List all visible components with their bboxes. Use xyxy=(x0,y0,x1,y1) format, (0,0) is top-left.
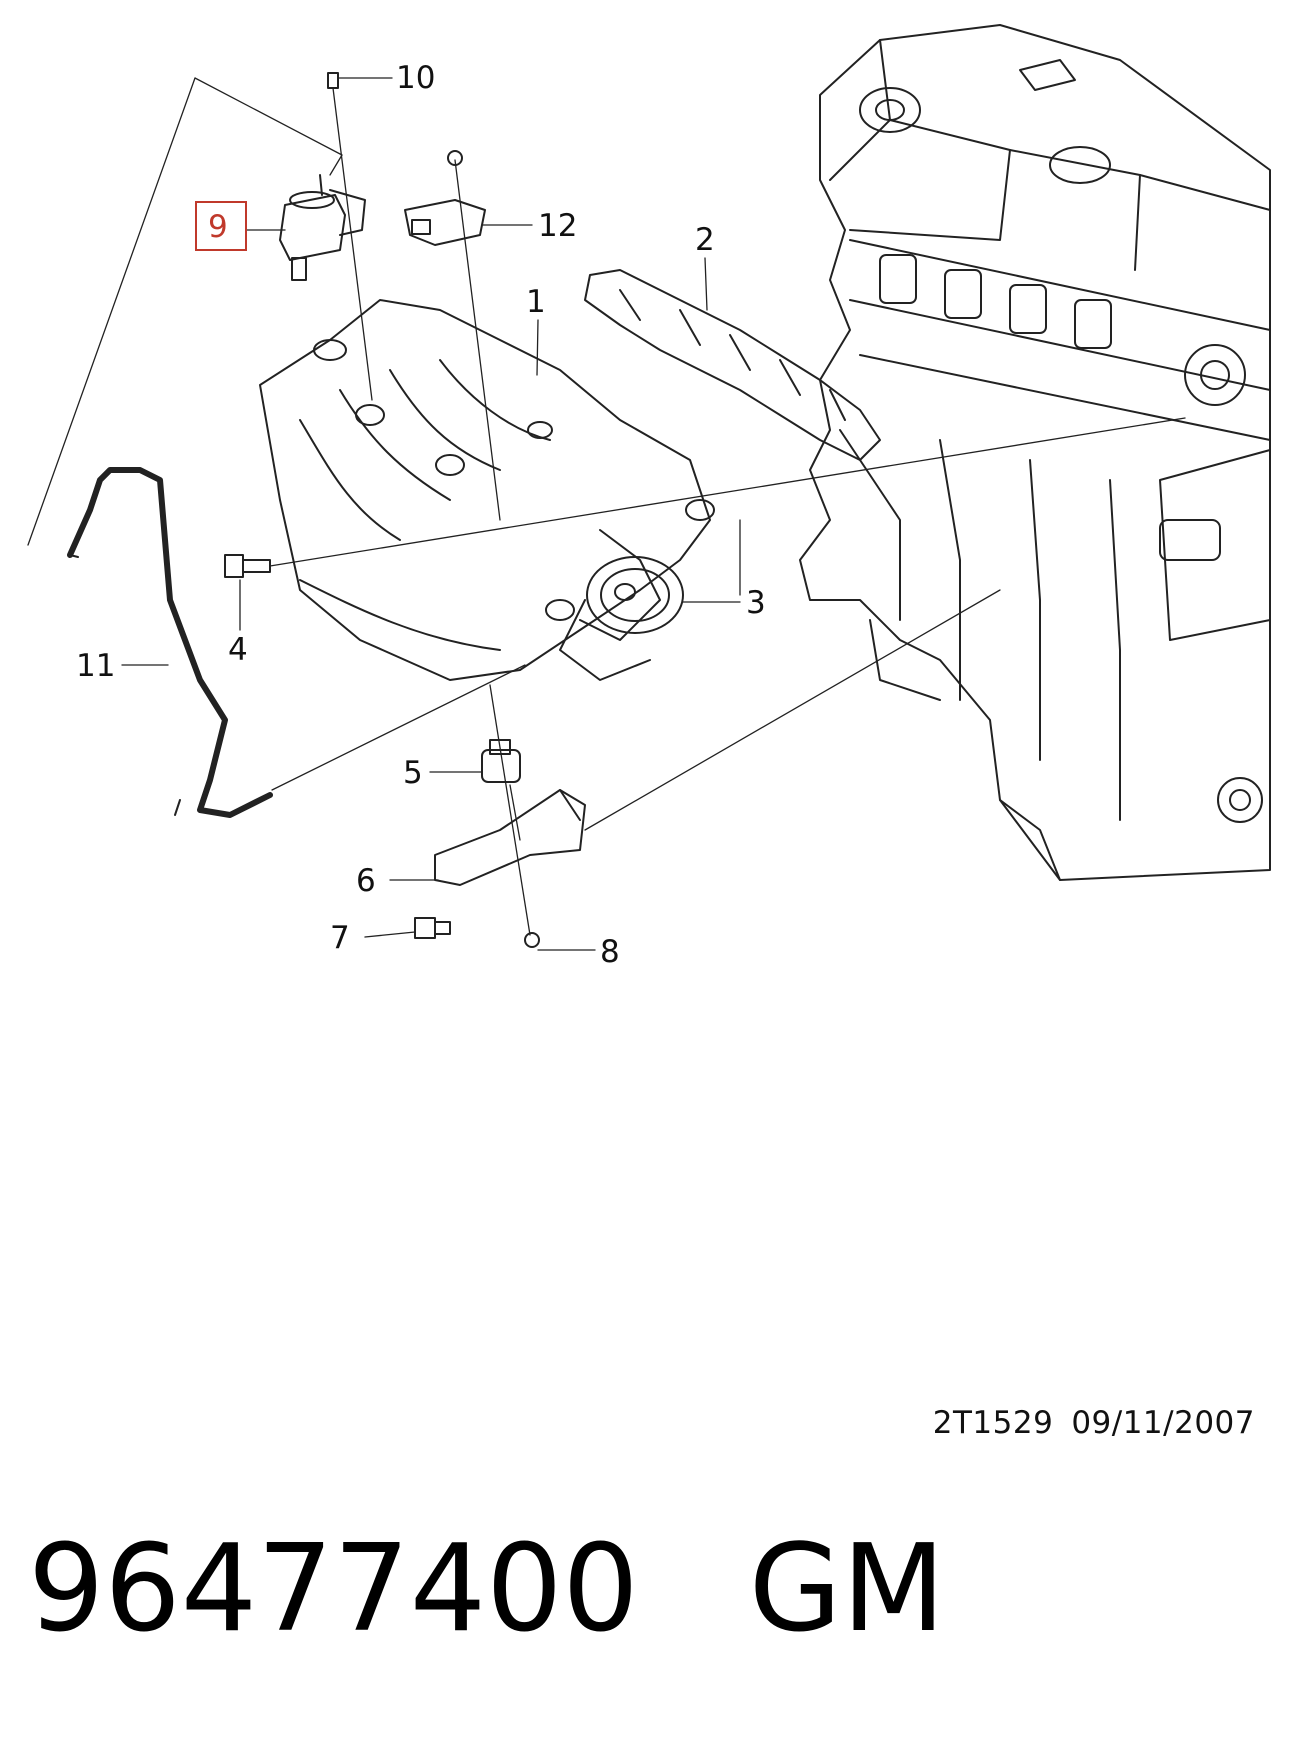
part-brand: GM xyxy=(748,1520,946,1659)
callout-6: 6 xyxy=(356,863,376,899)
callout-1: 1 xyxy=(526,284,546,320)
purge-solenoid xyxy=(279,174,366,281)
diagram-reference: 2T1529 09/11/2007 xyxy=(900,1405,1255,1441)
callout-11: 11 xyxy=(76,648,115,684)
callout-7: 7 xyxy=(330,920,350,956)
vacuum-hose xyxy=(67,467,273,818)
callout-8: 8 xyxy=(600,934,620,970)
callout-3: 3 xyxy=(746,585,766,621)
callout-2: 2 xyxy=(695,222,715,258)
callouts: 1 2 3 4 5 6 7 8 9 10 11 12 xyxy=(76,60,766,970)
part-number: 96477400 xyxy=(28,1520,639,1659)
leader-lines xyxy=(27,77,1186,951)
intake-manifold xyxy=(259,299,715,681)
bracket xyxy=(434,789,586,886)
callout-5: 5 xyxy=(403,755,423,791)
reference-code: 2T1529 xyxy=(932,1405,1054,1441)
callout-9[interactable]: 9 xyxy=(208,209,228,245)
exploded-parts-diagram: 1 2 3 4 5 6 7 8 9 10 11 12 xyxy=(27,24,1271,970)
throttle-body xyxy=(559,556,684,681)
bolts xyxy=(224,72,540,948)
engine-block xyxy=(799,24,1271,881)
reference-date: 09/11/2007 xyxy=(1071,1405,1255,1441)
callout-9-highlight-box xyxy=(195,201,247,251)
callout-10: 10 xyxy=(396,60,435,96)
callout-12: 12 xyxy=(538,208,577,244)
sensor xyxy=(404,199,486,246)
callout-4: 4 xyxy=(228,632,248,668)
manifold-gasket xyxy=(584,269,881,461)
isolator xyxy=(481,739,521,783)
